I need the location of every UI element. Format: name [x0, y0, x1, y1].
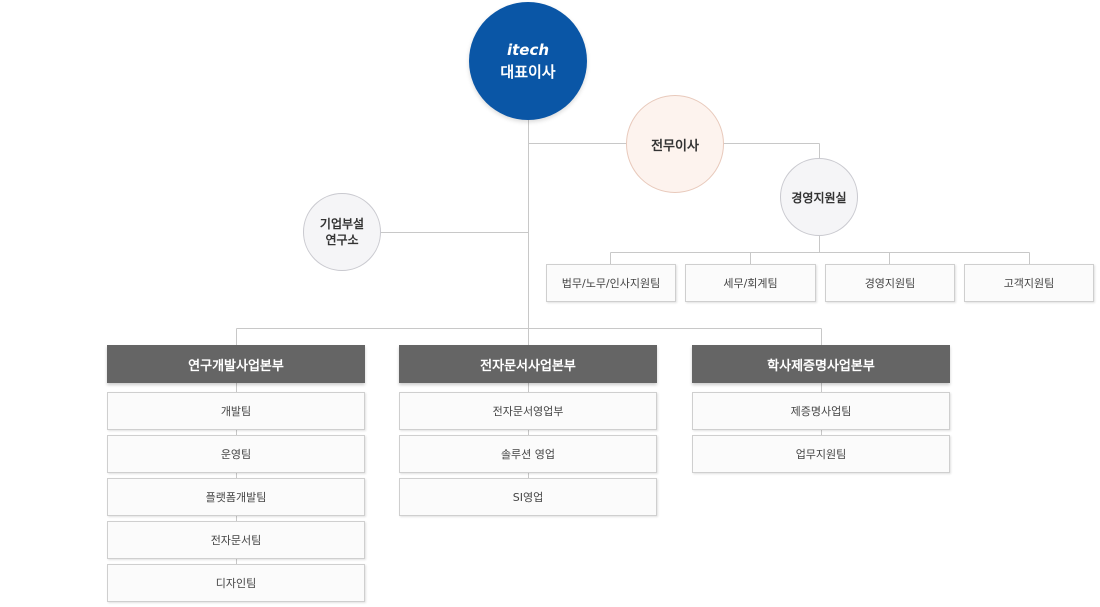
executive-node: 전무이사 — [626, 95, 724, 193]
ceo-title: 대표이사 — [500, 62, 556, 81]
division-team-box: SI영업 — [399, 478, 657, 516]
mgmt-team-box: 법무/노무/인사지원팀 — [546, 264, 676, 302]
mgmt-team-box: 경영지원팀 — [825, 264, 955, 302]
team-label: 업무지원팀 — [795, 448, 847, 461]
division-team-box: 제증명사업팀 — [692, 392, 950, 430]
management-label: 경영지원실 — [791, 190, 847, 205]
ceo-node: itech 대표이사 — [469, 2, 587, 120]
division-team-box: 디자인팀 — [107, 564, 365, 602]
mgmt-team-label: 고객지원팀 — [1003, 277, 1055, 290]
mgmt-team-label: 경영지원팀 — [864, 277, 916, 290]
team-label: 전자문서영업부 — [492, 405, 564, 418]
team-label: 디자인팀 — [215, 577, 257, 590]
division-team-box: 운영팀 — [107, 435, 365, 473]
team-label: 운영팀 — [220, 448, 252, 461]
management-node: 경영지원실 — [780, 158, 858, 236]
team-label: 솔루션 영업 — [500, 448, 556, 461]
division-title: 전자문서사업본부 — [480, 358, 576, 374]
lab-label-line2: 연구소 — [325, 233, 359, 247]
division-column: 연구개발사업본부 개발팀 운영팀 플랫폼개발팀 전자문서팀 디자인팀 — [107, 345, 365, 607]
mgmt-team-label: 법무/노무/인사지원팀 — [561, 277, 661, 290]
lab-label-line1: 기업부설 — [319, 217, 365, 231]
research-lab-node: 기업부설 연구소 — [303, 193, 381, 271]
team-label: 개발팀 — [220, 405, 252, 418]
team-label: 플랫폼개발팀 — [205, 491, 267, 504]
division-team-box: 업무지원팀 — [692, 435, 950, 473]
division-column: 학사제증명사업본부 제증명사업팀 업무지원팀 — [692, 345, 950, 478]
division-column: 전자문서사업본부 전자문서영업부 솔루션 영업 SI영업 — [399, 345, 657, 521]
mgmt-team-box: 고객지원팀 — [964, 264, 1094, 302]
division-title: 연구개발사업본부 — [188, 358, 284, 374]
division-team-box: 전자문서영업부 — [399, 392, 657, 430]
team-label: SI영업 — [512, 491, 544, 504]
itech-logo: itech — [506, 40, 550, 59]
division-header: 연구개발사업본부 — [107, 345, 365, 383]
division-team-box: 전자문서팀 — [107, 521, 365, 559]
mgmt-team-box: 세무/회계팀 — [685, 264, 816, 302]
division-header: 학사제증명사업본부 — [692, 345, 950, 383]
executive-label: 전무이사 — [651, 138, 699, 154]
division-team-box: 플랫폼개발팀 — [107, 478, 365, 516]
division-team-box: 개발팀 — [107, 392, 365, 430]
mgmt-team-label: 세무/회계팀 — [723, 277, 778, 290]
division-team-box: 솔루션 영업 — [399, 435, 657, 473]
division-title: 학사제증명사업본부 — [767, 358, 875, 374]
team-label: 제증명사업팀 — [790, 405, 852, 418]
division-header: 전자문서사업본부 — [399, 345, 657, 383]
team-label: 전자문서팀 — [210, 534, 262, 547]
